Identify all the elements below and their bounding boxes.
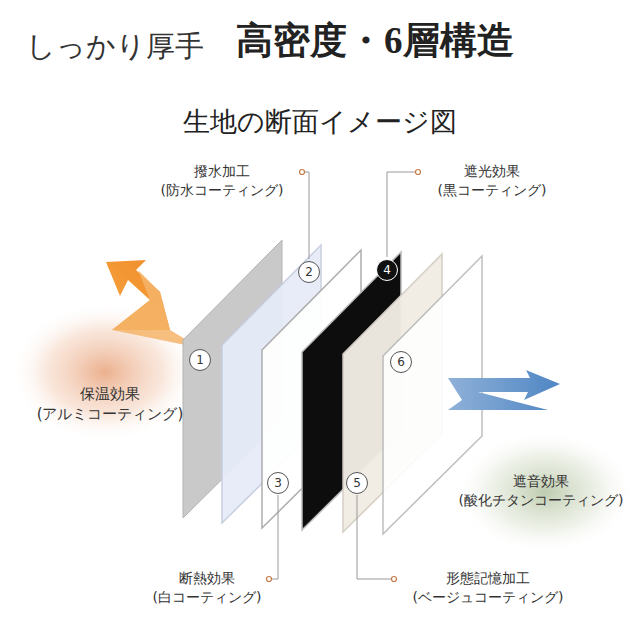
- callout-label: 遮音効果 (酸化チタンコーティング): [447, 472, 635, 510]
- callout-label: 撥水加工 (防水コーティング): [142, 162, 302, 200]
- heat-arrow: [106, 260, 200, 348]
- leader-line: [357, 495, 391, 579]
- callout-label: 形態記憶加工 (ベージュコーティング): [398, 569, 578, 607]
- sub-title: しっかり厚手: [26, 26, 204, 66]
- section-heading: 生地の断面イメージ図: [0, 104, 640, 140]
- sound-arrow: [448, 370, 560, 410]
- leader-dot: [300, 170, 305, 175]
- callout-number: 1: [189, 349, 211, 371]
- callout-number: 3: [267, 472, 289, 494]
- leader-dot: [416, 170, 421, 175]
- callout-label: 保温効果 (アルミコーティング): [14, 384, 206, 424]
- callout-label: 遮光効果 (黒コーティング): [422, 162, 562, 200]
- leader-dot: [392, 577, 397, 582]
- leader-line: [272, 495, 278, 579]
- callout-number: 5: [346, 472, 368, 494]
- leaders: [272, 172, 415, 579]
- layers: [183, 240, 482, 534]
- callout-label: 断熱効果 (白コーティング): [146, 569, 268, 607]
- blue-arrow: [448, 370, 560, 410]
- leader-line: [305, 172, 309, 259]
- main-title: 高密度・6層構造: [236, 18, 514, 64]
- callout-number: 6: [390, 351, 412, 373]
- leader-dots: [267, 170, 421, 582]
- leader-dot: [267, 577, 272, 582]
- callout-number: 2: [298, 261, 320, 283]
- leader-line: [387, 172, 415, 257]
- callout-number: 4: [376, 259, 398, 281]
